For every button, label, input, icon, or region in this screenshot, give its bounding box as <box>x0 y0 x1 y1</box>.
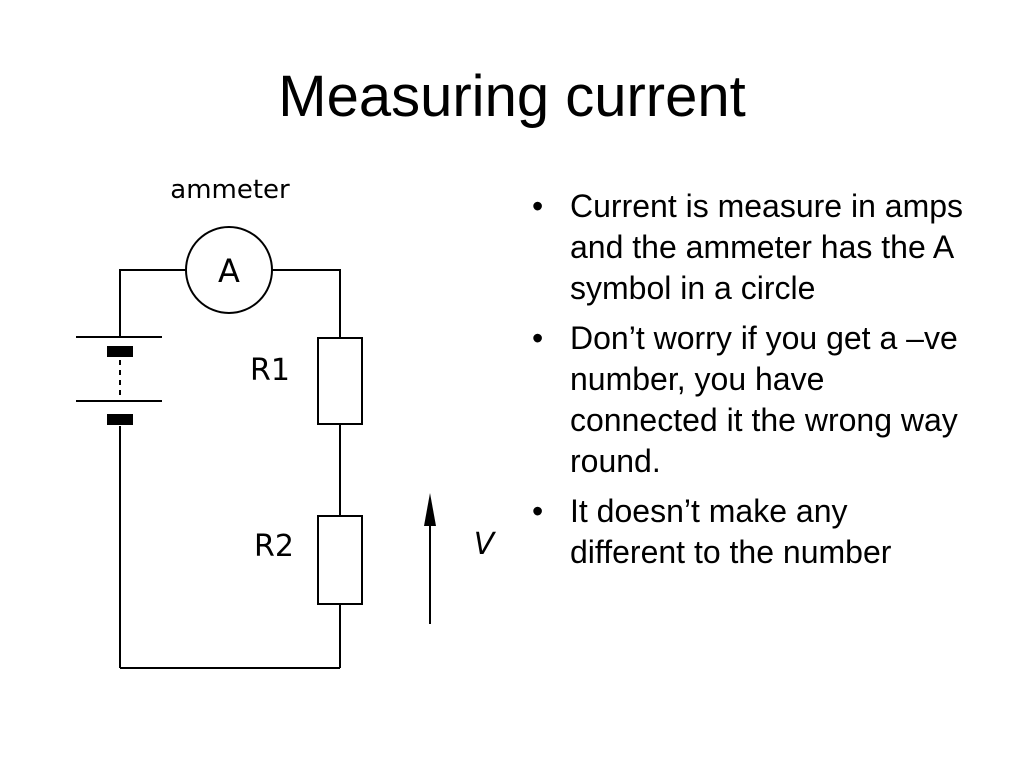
top-right-wire <box>272 269 341 338</box>
bullet-text: Don’t worry if you get a –ve number, you… <box>570 320 958 479</box>
bullet-text: Current is measure in amps and the ammet… <box>570 188 964 306</box>
top-left-wire <box>119 269 186 336</box>
battery-bottom-terminal <box>107 414 133 425</box>
resistor-2-label: R2 <box>254 529 294 564</box>
bullet-item: • Current is measure in amps and the amm… <box>530 186 970 309</box>
resistor-2 <box>317 515 363 605</box>
bullet-text: It doesn’t make any different to the num… <box>570 493 892 570</box>
bullet-marker: • <box>532 493 544 529</box>
voltage-arrow-head <box>424 493 436 526</box>
resistor-1 <box>317 337 363 425</box>
battery-top-terminal <box>107 346 133 357</box>
ammeter-circle <box>185 226 273 314</box>
bullet-marker: • <box>532 320 544 356</box>
battery-symbol <box>76 336 162 425</box>
circuit-wires <box>119 269 341 669</box>
bullet-marker: • <box>532 188 544 224</box>
ammeter-symbol-letter: A <box>218 252 240 290</box>
ammeter-label: ammeter <box>170 175 290 205</box>
voltage-label: V <box>474 527 497 562</box>
slide-title: Measuring current <box>278 64 746 129</box>
bullet-item: • Don’t worry if you get a –ve number, y… <box>530 318 970 482</box>
resistor-1-label: R1 <box>250 353 290 388</box>
bullet-list: • Current is measure in amps and the amm… <box>530 186 970 582</box>
bullet-item: • It doesn’t make any different to the n… <box>530 491 970 573</box>
ammeter-symbol: A <box>185 226 273 314</box>
voltage-arrow <box>424 493 436 624</box>
circuit-diagram: A ammeter R1 R2 V <box>76 175 497 669</box>
